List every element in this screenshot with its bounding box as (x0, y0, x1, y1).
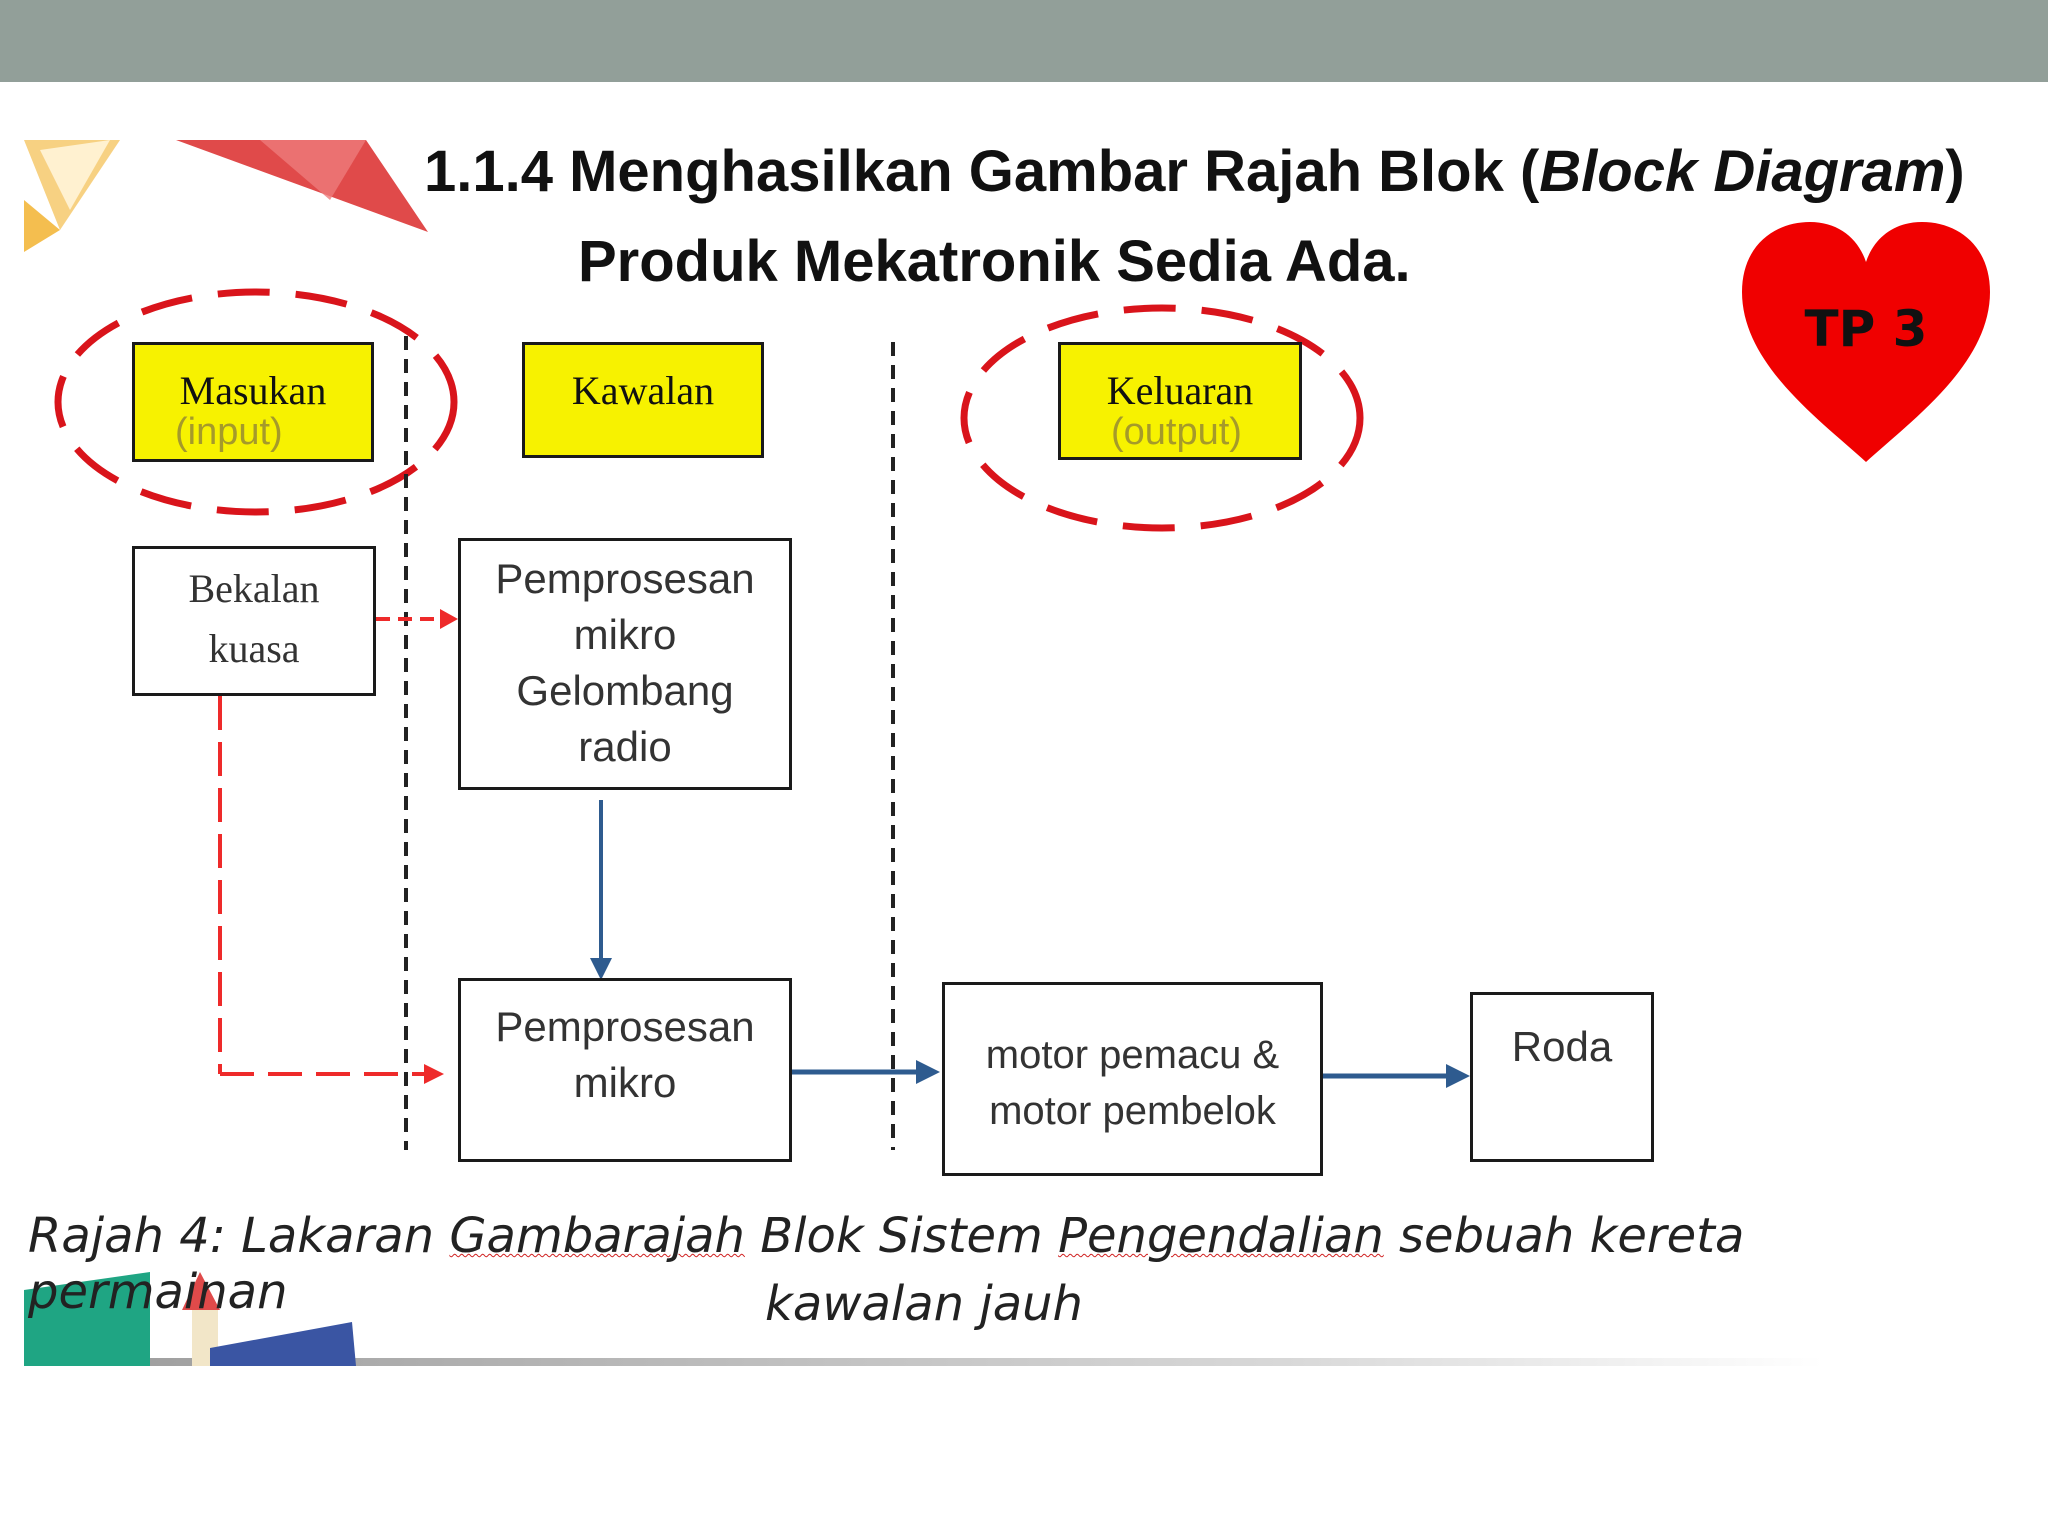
title-line1-italic: Block Diagram (1539, 139, 1946, 204)
header-input-box: Masukan (input) (132, 342, 374, 462)
block-rf-line2: mikro (573, 611, 677, 658)
block-power-line2: kuasa (208, 626, 300, 671)
slide-title-line1: 1.1.4 Menghasilkan Gambar Rajah Blok (Bl… (0, 138, 2048, 205)
block-micro-line1: Pemprosesan (495, 1003, 755, 1050)
decor-red-spike (182, 1272, 220, 1310)
caption-part1: Rajah 4: Lakaran (28, 1208, 450, 1264)
output-highlight-ellipse (960, 304, 1364, 532)
title-line1-prefix: 1.1.4 Menghasilkan Gambar Rajah Blok ( (424, 139, 1540, 204)
power-to-micro-arrowhead (424, 1064, 444, 1084)
top-bar (0, 0, 2048, 82)
decor-red-pennant (176, 140, 428, 232)
header-output-label: Keluaran (1106, 368, 1254, 413)
block-power-supply: Bekalan kuasa (132, 546, 376, 696)
title-line1-suffix: ) (1945, 139, 1965, 204)
caption-part3: Blok Sistem (744, 1208, 1059, 1264)
rf-to-micro-arrowhead (590, 958, 612, 980)
figure-caption-line2: kawalan jauh (765, 1276, 1083, 1332)
slide-shadow (24, 1358, 1824, 1366)
heart-icon (1742, 222, 1990, 462)
header-control-box: Kawalan (522, 342, 764, 458)
block-motors: motor pemacu & motor pembelok (942, 982, 1323, 1176)
block-rf-line4: radio (578, 723, 672, 770)
slide-title-line2: Produk Mekatronik Sedia Ada. (578, 229, 1411, 294)
decor-blue-shape (210, 1322, 356, 1366)
caption-part5: sebuah kereta permainan (28, 1208, 1745, 1320)
block-rf-line1: Pemprosesan (495, 555, 755, 602)
header-control-label: Kawalan (571, 368, 715, 413)
block-wheel-label: Roda (1511, 1023, 1613, 1070)
caption-part4: Pengendalian (1058, 1208, 1384, 1264)
block-motor-line2: motor pembelok (989, 1089, 1276, 1133)
decor-orange-triangle (24, 200, 60, 252)
badge-label: TP 3 (1804, 300, 1928, 358)
header-input-label: Masukan (179, 368, 327, 413)
block-micro-line2: mikro (573, 1059, 677, 1106)
motor-to-wheel-arrowhead (1446, 1064, 1470, 1088)
micro-to-motor-arrowhead (916, 1060, 940, 1084)
block-rf-processor: Pemprosesan mikro Gelombang radio (458, 538, 792, 790)
header-input-sub: (input) (175, 411, 283, 453)
figure-caption-line1: Rajah 4: Lakaran Gambarajah Blok Sistem … (24, 1208, 1824, 1320)
header-output-sub: (output) (1111, 411, 1242, 453)
decor-red-pennant-light (260, 140, 366, 200)
block-motor-line1: motor pemacu & (985, 1033, 1280, 1077)
block-rf-line3: Gelombang (516, 667, 734, 714)
decor-white-triangle (40, 140, 110, 210)
header-output-box: Keluaran (output) (1058, 342, 1302, 460)
block-power-line1: Bekalan (188, 566, 320, 611)
block-wheel: Roda (1470, 992, 1654, 1162)
caption-part2: Gambarajah (449, 1208, 745, 1264)
input-highlight-ellipse (54, 288, 458, 516)
block-microprocessor: Pemprosesan mikro (458, 978, 792, 1162)
decor-green-shape (24, 1272, 150, 1366)
power-to-rf-arrowhead (440, 609, 458, 629)
